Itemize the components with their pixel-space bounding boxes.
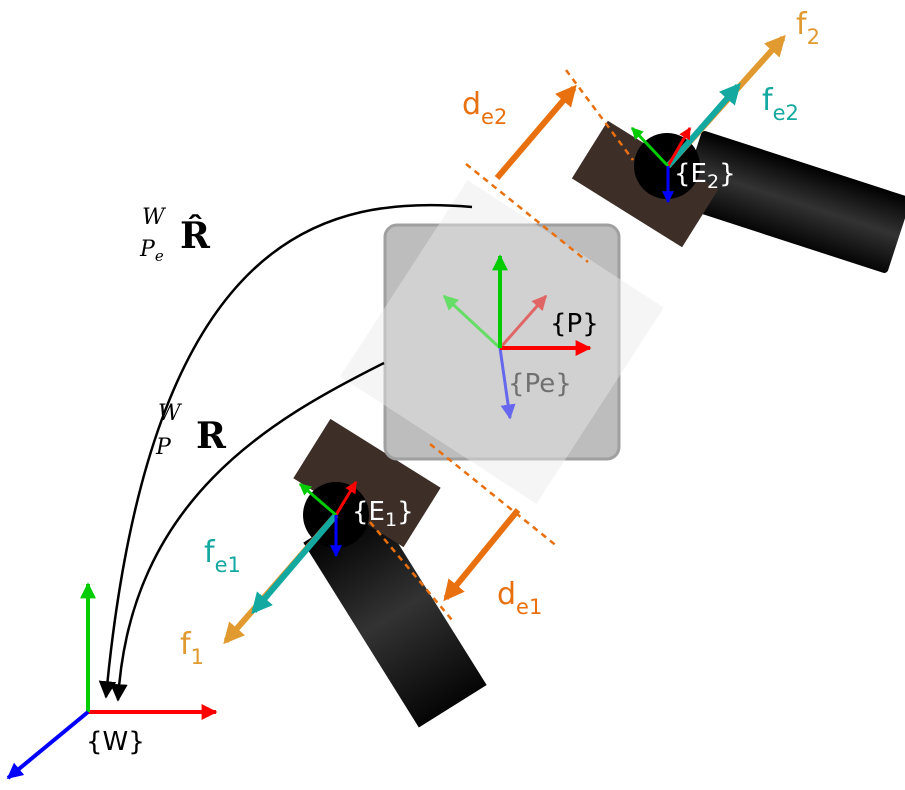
de1-label: de1 bbox=[497, 577, 542, 619]
e2-frame bbox=[630, 126, 692, 204]
fe2-arrow bbox=[665, 82, 741, 168]
fe1-arrow bbox=[251, 513, 339, 615]
true-rotation-symbol: R bbox=[196, 415, 227, 457]
e1-y-axis bbox=[299, 482, 337, 517]
pe-x-axis bbox=[498, 294, 548, 349]
estimated-rotation-curve bbox=[98, 203, 473, 699]
object-top-edge-dashed bbox=[465, 163, 589, 263]
object-estimate-frame-label: {Pe} bbox=[508, 369, 572, 399]
world-frame bbox=[6, 582, 218, 780]
finger-2-cylinder bbox=[678, 130, 905, 273]
estimated-rotation-superscript: W bbox=[142, 205, 167, 230]
world-frame-label: {W} bbox=[86, 727, 145, 757]
de2-label: de2 bbox=[462, 87, 507, 129]
e1-x-axis bbox=[334, 480, 358, 516]
e1-frame bbox=[299, 480, 358, 558]
estimated-rotation-symbol: R̂ bbox=[180, 214, 211, 257]
f1-label: f1 bbox=[180, 627, 204, 669]
true-rotation-superscript: W bbox=[158, 401, 183, 426]
fe2-label: fe2 bbox=[762, 83, 799, 125]
pe-y-axis bbox=[442, 294, 502, 350]
de2-arrow bbox=[494, 84, 577, 180]
w-z-axis bbox=[6, 710, 90, 780]
pe-z-axis bbox=[498, 347, 516, 420]
contact-normal-lines bbox=[369, 69, 635, 621]
fe1-label: fe1 bbox=[204, 535, 241, 577]
f2-label: f2 bbox=[796, 7, 820, 49]
estimated-rotation-subscript: Pe bbox=[139, 237, 164, 265]
finger-1-cylinder bbox=[303, 500, 487, 728]
finger-2-contact-dashed bbox=[564, 69, 635, 161]
object-frame bbox=[492, 254, 592, 356]
de1-arrow bbox=[443, 508, 521, 602]
object-frame-label: {P} bbox=[550, 309, 599, 339]
e2-x-axis bbox=[666, 126, 692, 167]
estimated-rotation-label: W Pe R̂ bbox=[139, 205, 211, 265]
e2-y-axis bbox=[630, 126, 670, 168]
true-rotation-curve bbox=[110, 361, 385, 702]
object-bottom-edge-dashed bbox=[429, 443, 559, 548]
true-rotation-subscript: P bbox=[155, 435, 172, 460]
e1-frame-label: {E1} bbox=[352, 497, 414, 531]
finger-1-pad bbox=[293, 418, 441, 548]
e2-frame-label: {E2} bbox=[674, 159, 736, 193]
object-estimate-frame bbox=[442, 294, 548, 420]
true-rotation-label: W P R bbox=[155, 401, 227, 460]
